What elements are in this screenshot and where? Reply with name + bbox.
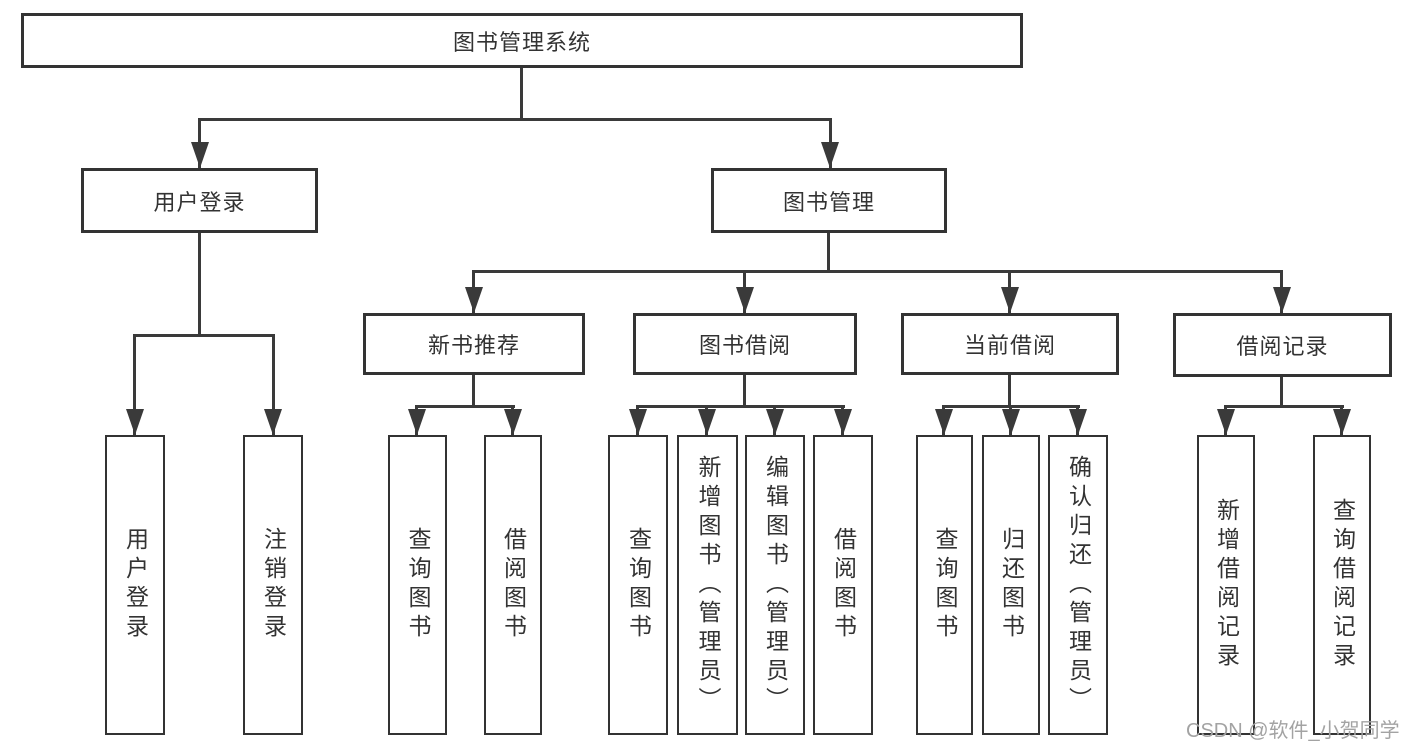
leaf-borrow-query-label: 查询图书 [625,527,652,643]
arrowhead [1002,409,1020,435]
leaf-newbook-borrow-label: 借阅图书 [500,527,527,643]
leaf-newbook-query: 查询图书 [388,435,447,735]
arrowhead [1333,409,1351,435]
leaf-borrow-query: 查询图书 [608,435,668,735]
arrowhead [698,409,716,435]
node-book-mgmt-label: 图书管理 [782,189,875,215]
connector-line [272,334,275,435]
connector-line [1008,375,1011,408]
node-user-login-label: 用户登录 [153,189,246,215]
node-root-label: 图书管理系统 [452,29,591,55]
csdn-watermark: CSDN @软件_小贺同学 [1186,720,1400,742]
leaf-user-login: 用户登录 [105,435,165,735]
node-book-borrow: 图书借阅 [633,313,857,375]
node-root: 图书管理系统 [21,13,1023,68]
leaf-newbook-borrow: 借阅图书 [484,435,542,735]
leaf-borrow-add-admin: 新增图书（管理员） [677,435,738,735]
connector-line [133,334,136,435]
leaf-user-login-label: 用户登录 [122,527,149,643]
connector-line [827,233,830,272]
node-new-book: 新书推荐 [363,313,585,375]
node-book-borrow-label: 图书借阅 [698,333,791,358]
arrowhead [736,287,754,313]
leaf-current-query: 查询图书 [916,435,973,735]
leaf-borrow-edit-admin-label: 编辑图书（管理员） [762,454,789,716]
node-book-mgmt: 图书管理 [711,168,947,233]
arrowhead [834,409,852,435]
node-current-borrow-label: 当前借阅 [963,333,1056,358]
leaf-borrow-edit-admin: 编辑图书（管理员） [745,435,805,735]
node-current-borrow: 当前借阅 [901,313,1119,375]
arrowhead [629,409,647,435]
arrowhead [1217,409,1235,435]
connector-line [1280,377,1283,408]
arrowhead [504,409,522,435]
connector-line [198,233,201,336]
arrowhead [1001,287,1019,313]
arrowhead [1069,409,1087,435]
leaf-borrow-borrow: 借阅图书 [813,435,873,735]
node-borrow-record: 借阅记录 [1173,313,1392,377]
leaf-logout: 注销登录 [243,435,303,735]
arrowhead [1273,287,1291,313]
connector-line [520,68,523,121]
leaf-borrow-add-admin-label: 新增图书（管理员） [695,454,721,716]
arrowhead [821,142,839,168]
leaf-current-query-label: 查询图书 [932,527,958,643]
arrowhead [766,409,784,435]
leaf-current-confirm-admin: 确认归还（管理员） [1048,435,1108,735]
arrowhead [465,287,483,313]
node-user-login: 用户登录 [81,168,318,233]
node-new-book-label: 新书推荐 [427,333,520,358]
arrowhead [935,409,953,435]
leaf-record-add-label: 新增借阅记录 [1213,498,1240,672]
leaf-record-add: 新增借阅记录 [1197,435,1255,735]
arrowhead [126,409,144,435]
connector-line [472,270,1283,273]
leaf-current-confirm-admin-label: 确认归还（管理员） [1065,454,1092,716]
connector-line [1224,405,1344,408]
connector-line [198,118,832,121]
leaf-current-return: 归还图书 [982,435,1040,735]
connector-line [415,405,515,408]
node-borrow-record-label: 借阅记录 [1236,334,1329,359]
leaf-borrow-borrow-label: 借阅图书 [830,527,857,643]
connector-line [636,405,845,408]
arrowhead [264,409,282,435]
arrowhead [408,409,426,435]
connector-line [472,375,475,408]
connector-line [133,334,275,337]
arrowhead [191,142,209,168]
leaf-record-query-label: 查询借阅记录 [1329,498,1356,672]
leaf-record-query: 查询借阅记录 [1313,435,1371,735]
leaf-current-return-label: 归还图书 [998,527,1025,643]
leaf-logout-label: 注销登录 [260,527,287,643]
leaf-newbook-query-label: 查询图书 [405,527,431,643]
connector-line [743,375,746,408]
